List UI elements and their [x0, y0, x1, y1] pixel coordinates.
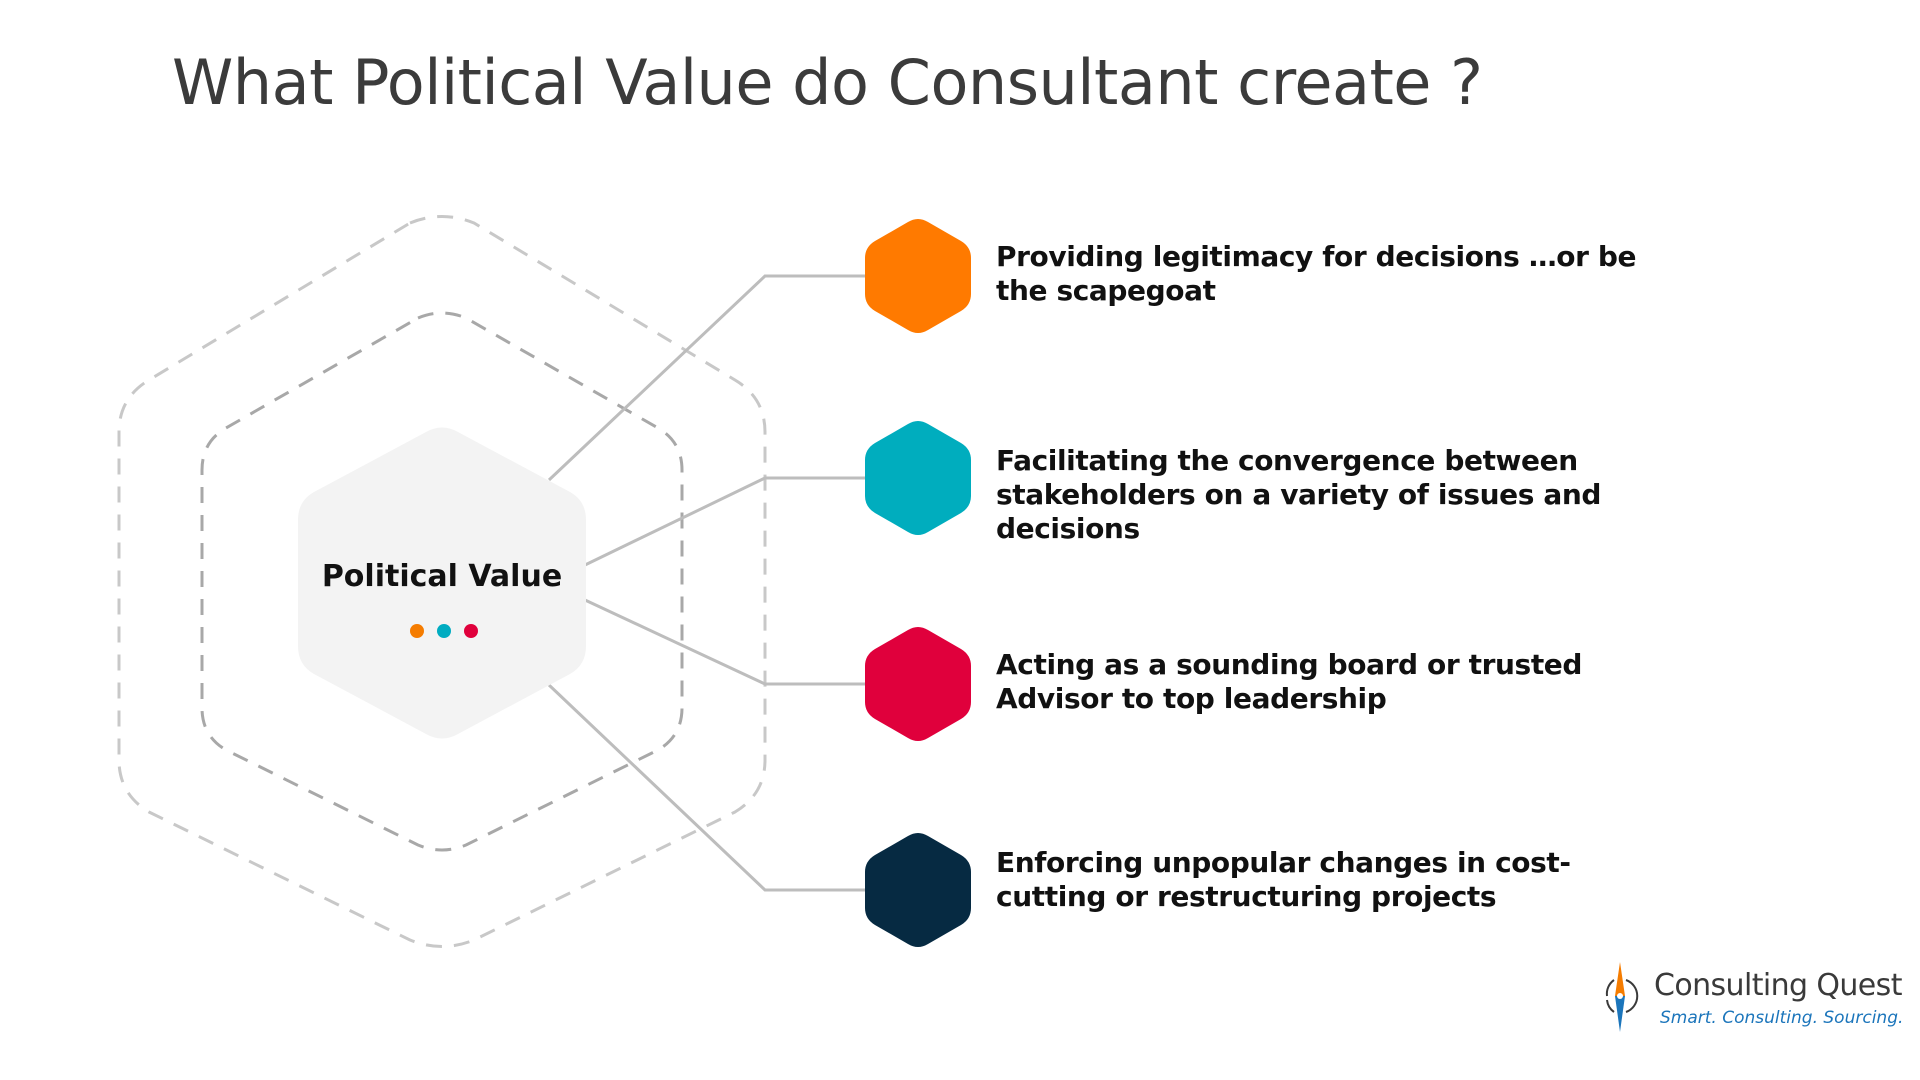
center-hexagon — [298, 427, 586, 739]
item-hexagon-4 — [865, 833, 971, 947]
compass-icon — [1605, 962, 1639, 1032]
connector-line-1 — [547, 274, 868, 482]
item-text-unpopular-changes: Enforcing unpopular changes in cost-cutt… — [996, 846, 1571, 913]
item-hexagon-3 — [865, 627, 971, 741]
center-dot-red — [464, 624, 478, 638]
inner-dashed-hexagon — [200, 311, 684, 852]
connector-line-2 — [584, 476, 868, 567]
item-hexagon-2 — [865, 421, 971, 535]
item-hexagon-1 — [865, 219, 971, 333]
logo-tagline: Smart. Consulting. Sourcing. — [1660, 1008, 1904, 1028]
outer-dashed-hexagon — [117, 215, 767, 948]
connector-line-4 — [547, 683, 868, 892]
center-dot-orange — [410, 624, 424, 638]
center-dot-teal — [437, 624, 451, 638]
item-text-convergence: Facilitating the convergence between sta… — [996, 444, 1602, 545]
connector-line-3 — [584, 598, 868, 686]
logo-name: Consulting Quest — [1654, 968, 1902, 1003]
slide-title: What Political Value do Consultant creat… — [172, 46, 1483, 119]
consulting-quest-logo: Consulting Quest Smart. Consulting. Sour… — [1590, 956, 1903, 1036]
item-text-sounding-board: Acting as a sounding board or trusted Ad… — [996, 648, 1583, 715]
item-text-legitimacy: Providing legitimacy for decisions …or b… — [996, 240, 1637, 307]
center-label: Political Value — [322, 559, 562, 594]
